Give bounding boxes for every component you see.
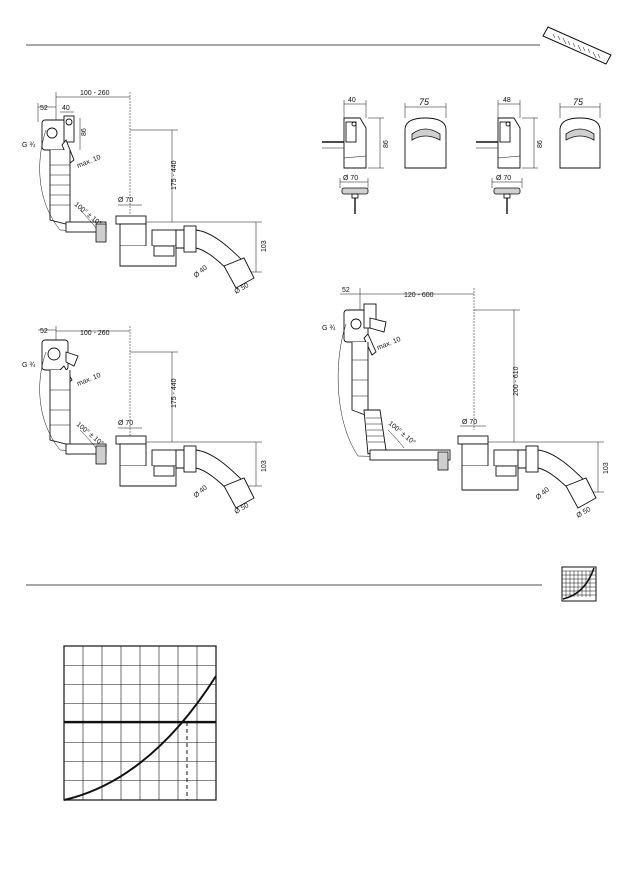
drawing-a-d86: 86 [81, 128, 88, 136]
drawing-c-d103: 103 [603, 462, 610, 474]
flow-chart [63, 645, 217, 801]
drawing-a-width: 100 - 260 [80, 90, 110, 97]
detail-2-phi70: Ø 70 [496, 175, 511, 182]
ruler-icon [542, 26, 612, 65]
drawing-a-phi70: Ø 70 [118, 197, 133, 204]
chart-flow-curve [63, 675, 217, 801]
drawing-a-height: 175 - 440 [171, 160, 178, 190]
drawing-c-d52: 52 [342, 287, 350, 294]
drawing-c-phi40: Ø 40 [535, 486, 551, 501]
drawing-b-width: 100 - 260 [80, 330, 110, 337]
drawing-b-d103: 103 [261, 460, 268, 472]
drawing-b-max: max. 10 [76, 372, 102, 388]
drawing-c-width: 120 - 600 [404, 292, 434, 299]
drawing-c-thread: G ¾ [322, 325, 335, 332]
detail-2-d75: 75 [573, 97, 584, 107]
detail-1-d40: 40 [348, 97, 356, 104]
drawing-a-phi40: Ø 40 [193, 264, 209, 279]
drawing-b-thread: G ¾ [22, 362, 35, 369]
drawing-a-bath-waste: 100 - 260 52 40 86 G ¾ max. 10 175 - 440… [22, 90, 268, 296]
detail-1-d75: 75 [419, 97, 430, 107]
detail-1-phi70: Ø 70 [343, 175, 358, 182]
drawing-c-max: max. 10 [376, 336, 402, 352]
drawing-a-d103: 103 [261, 240, 268, 252]
drawing-b-phi40: Ø 40 [193, 484, 209, 499]
detail-2-overflow-views: 48 86 75 Ø 70 [476, 97, 601, 214]
drawing-c-height: 200 - 610 [513, 366, 520, 396]
drawing-c-bath-waste: 52 120 - 600 G ¾ max. 10 200 - 610 100° … [322, 287, 610, 520]
detail-1-d86: 86 [383, 140, 390, 148]
drawing-a-d52: 52 [40, 105, 48, 112]
drawing-c-phi70: Ø 70 [462, 419, 477, 426]
drawing-b-d52: 52 [40, 328, 48, 335]
detail-2-d86: 86 [537, 140, 544, 148]
detail-2-d48: 48 [503, 97, 511, 104]
drawing-a-thread: G ¾ [22, 142, 35, 149]
drawing-a-max: max. 10 [76, 154, 102, 170]
drawing-b-phi70: Ø 70 [118, 420, 133, 427]
detail-1-overflow-views: 40 86 75 Ø 70 [322, 97, 447, 214]
drawing-b-bath-waste: 100 - 260 52 G ¾ max. 10 175 - 440 100° … [22, 326, 268, 516]
drawing-a-d40: 40 [62, 105, 70, 112]
flow-graph-icon [561, 566, 597, 602]
drawing-b-height: 175 - 440 [171, 378, 178, 408]
